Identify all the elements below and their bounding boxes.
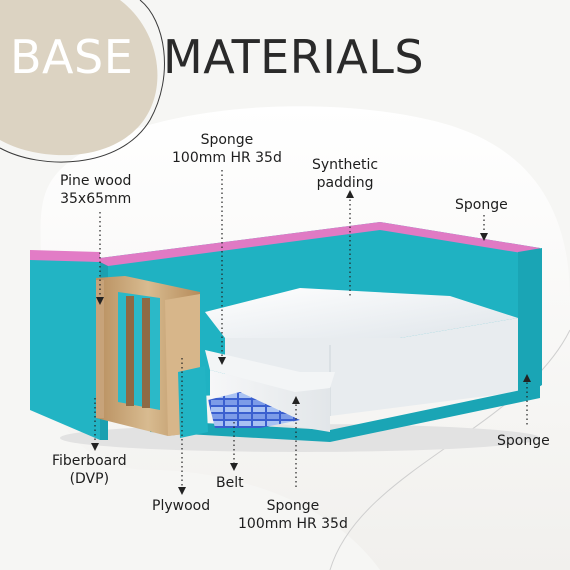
right-wall-sponge — [518, 248, 542, 400]
back-wall-top-pink — [30, 222, 540, 266]
wood-frame-inner — [118, 292, 160, 410]
background-outline — [329, 329, 570, 570]
fiberboard-panel — [96, 280, 104, 418]
title-base: BASE — [10, 30, 134, 84]
title-accent-outline — [0, 0, 165, 163]
belt-webbing — [208, 392, 300, 428]
left-arm-outer — [30, 258, 100, 440]
leader-arrowheads — [91, 190, 531, 495]
wood-slat-2 — [142, 298, 150, 408]
label-sponge-right-bottom: Sponge — [497, 433, 550, 449]
left-arm-top-pink — [30, 250, 100, 262]
title-accent-blob — [0, 0, 158, 156]
synthetic-padding-top — [205, 288, 518, 338]
leader-lines — [94, 170, 528, 490]
wood-slat-1 — [126, 296, 134, 406]
front-sponge-block — [178, 366, 208, 438]
title-materials: MATERIALS — [163, 30, 425, 84]
sponge-slab-top — [205, 350, 335, 392]
label-plywood: Plywood — [152, 498, 211, 514]
label-sponge-right-top: Sponge — [455, 197, 508, 213]
label-fiberboard: Fiberboard(DVP) — [52, 453, 127, 487]
label-belt: Belt — [216, 475, 244, 491]
